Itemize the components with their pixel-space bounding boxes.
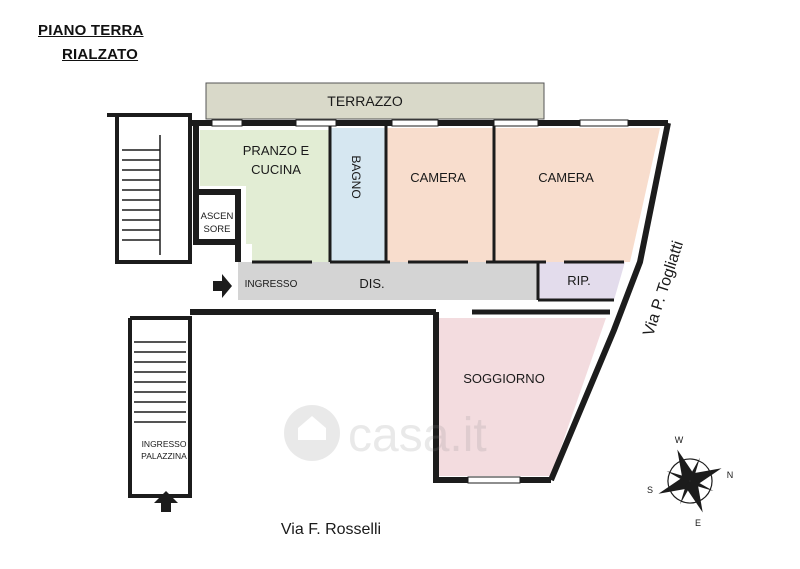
compass-w: W xyxy=(675,435,684,445)
hall-label: DIS. xyxy=(359,276,384,291)
terrace-label: TERRAZZO xyxy=(327,93,403,109)
watermark: casa.it xyxy=(284,405,487,462)
floor-title-line2: RIALZATO xyxy=(62,46,139,63)
building-entrance-label-line2: PALAZZINA xyxy=(141,451,187,461)
kitchen-area xyxy=(200,130,330,262)
wall-east xyxy=(548,122,671,482)
watermark-text: casa.it xyxy=(348,409,487,462)
street-east-label: Via P. Togliatti xyxy=(640,239,687,338)
terrace-area xyxy=(205,82,545,120)
living-room-label: SOGGIORNO xyxy=(463,371,545,386)
kitchen-label-line2: CUCINA xyxy=(251,162,301,177)
window-bedroom-1 xyxy=(391,119,439,127)
bathroom-label: BAGNO xyxy=(349,155,363,198)
stairwell-lower-wall xyxy=(128,316,192,498)
elevator-label-line2: SORE xyxy=(204,224,231,235)
window-bedroom-2b xyxy=(579,119,629,127)
storage-area xyxy=(538,262,625,300)
bedroom-2-label: CAMERA xyxy=(538,170,594,185)
entrance-arrow-icon xyxy=(213,274,232,298)
window-bedroom-2a xyxy=(493,119,539,127)
living-room-area xyxy=(437,318,606,476)
storage-label: RIP. xyxy=(567,273,591,288)
watermark-house-icon xyxy=(284,405,340,461)
building-entrance-label-line1: INGRESSO xyxy=(142,439,187,449)
window-bath xyxy=(295,119,337,127)
window-living xyxy=(467,476,521,484)
stairwell-upper-wall xyxy=(107,113,192,264)
compass-n: N xyxy=(727,470,734,480)
floor-title-line1: PIANO TERRA xyxy=(38,22,144,39)
bathroom-area xyxy=(330,128,386,262)
elevator-label-line1: ASCEN xyxy=(201,211,234,222)
compass-rose-icon xyxy=(658,449,722,513)
kitchen-label-line1: PRANZO E xyxy=(243,143,310,158)
compass-s: S xyxy=(647,485,653,495)
hall-area xyxy=(238,262,537,300)
entrance-label: INGRESSO xyxy=(245,279,298,290)
bedroom-1-area xyxy=(387,128,493,262)
compass-e: E xyxy=(695,518,701,528)
street-south-label: Via F. Rosselli xyxy=(281,521,381,538)
bedroom-2-area xyxy=(495,128,660,262)
stair-treads-lower xyxy=(134,341,186,423)
window-kitchen xyxy=(211,119,243,127)
bedroom-1-label: CAMERA xyxy=(410,170,466,185)
building-entrance-arrow-icon xyxy=(154,491,178,512)
elevator-shaft xyxy=(193,189,241,245)
stair-treads-upper xyxy=(122,135,161,255)
